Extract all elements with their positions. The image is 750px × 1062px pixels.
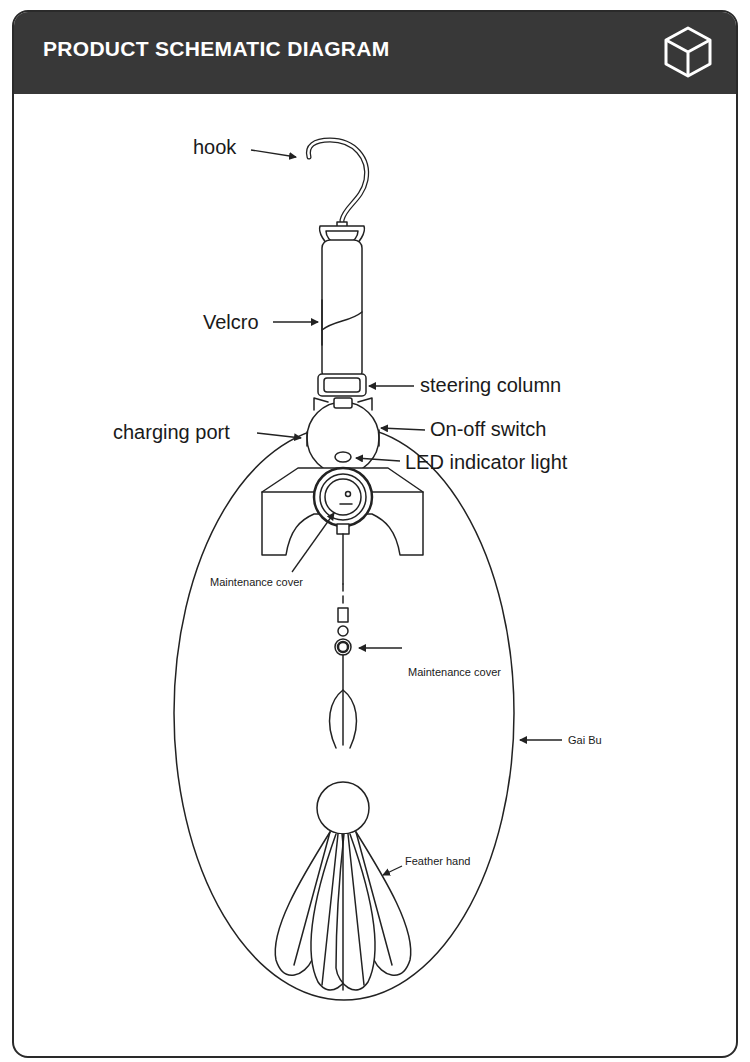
part-label: Maintenance cover [210, 576, 303, 589]
part-label: Gai Bu [568, 734, 602, 747]
part-label: steering column [420, 374, 561, 397]
part-label: Maintenance cover [408, 666, 501, 679]
part-label: LED indicator light [405, 451, 567, 474]
part-label: On-off switch [430, 418, 546, 441]
part-label: Feather hand [405, 855, 470, 868]
leader-lines [251, 150, 562, 875]
cover-cloth [174, 426, 514, 1000]
page-title: PRODUCT SCHEMATIC DIAGRAM [43, 37, 390, 61]
cube-icon [666, 28, 710, 76]
part-label: Velcro [203, 311, 259, 334]
part-label: charging port [113, 421, 230, 444]
part-label: hook [193, 136, 236, 159]
